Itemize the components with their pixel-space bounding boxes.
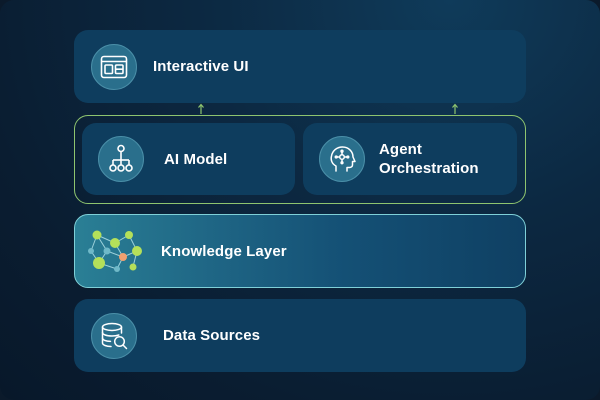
network-graph-icon	[88, 230, 142, 272]
hierarchy-icon	[98, 136, 144, 182]
up-arrow-icon	[198, 103, 204, 114]
knowledge-layer: Knowledge Layer	[74, 214, 526, 288]
up-arrow-icon	[452, 103, 458, 114]
interactive-ui-layer: Interactive UI	[74, 30, 526, 103]
ai-model-layer: AI Model	[82, 123, 295, 195]
agent-orchestration-label: Agent Orchestration	[379, 141, 479, 177]
data-sources-label: Data Sources	[163, 327, 261, 344]
data-sources-layer: Data Sources	[74, 299, 526, 372]
agent-orchestration-layer: Agent Orchestration	[303, 123, 517, 195]
knowledge-layer-label: Knowledge Layer	[161, 242, 287, 260]
database-search-icon	[91, 312, 137, 359]
interactive-ui-label: Interactive UI	[153, 58, 249, 75]
dashboard-icon	[91, 43, 137, 90]
ai-brain-icon	[319, 136, 365, 182]
ai-agent-group	[74, 115, 526, 204]
ai-model-label: AI Model	[164, 150, 228, 168]
